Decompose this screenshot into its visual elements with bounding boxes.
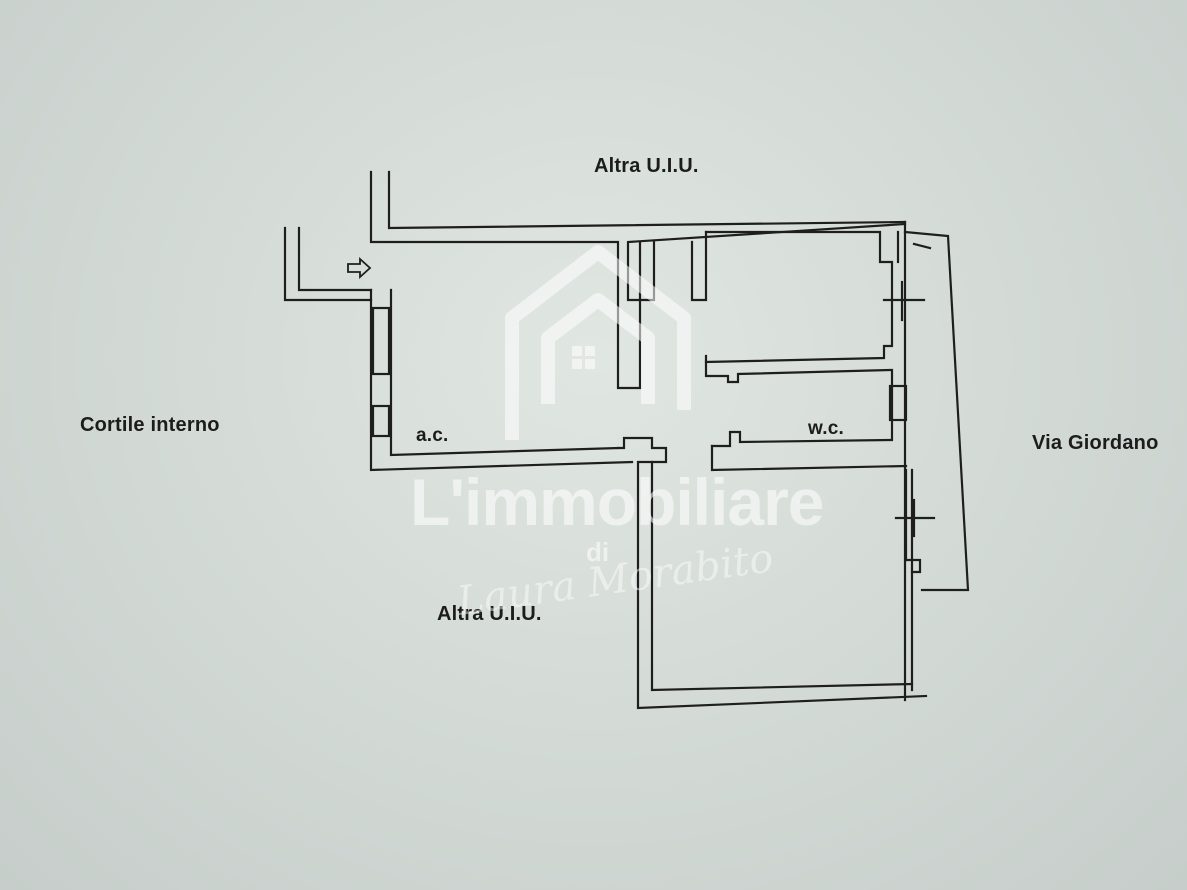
watermark-di: di [586,537,610,567]
left-wall-top [283,226,373,302]
internal-wall-a [638,240,656,302]
left-wall-top-inner [297,226,373,292]
house-logo-icon [505,245,691,440]
lower-room-inner [650,460,914,692]
left-window-2 [371,404,391,438]
ac-bottom-step [616,436,928,710]
room-wc-label: w.c. [808,418,844,439]
left-facade-inner [389,288,620,457]
wc-lower [710,444,908,472]
house-logo-window [572,346,595,369]
internal-wall-b [690,230,708,302]
room-ac-label: a.c. [416,425,449,446]
watermark-brand: L'immobiliare [410,465,824,539]
entrance-arrow-icon [347,256,372,280]
wc-bottom [710,430,892,448]
street-label: Via Giordano [1032,432,1159,454]
right-wall-notch [904,558,922,574]
middle-wall [704,354,892,384]
outer-wall-outer [369,170,907,390]
outer-wall-inner [387,170,907,230]
balcony-inner [912,242,932,250]
left-window [371,306,391,376]
internal-wall-c [704,230,894,364]
top-neighbor-label: Altra U.I.U. [594,155,699,177]
courtyard-label: Cortile interno [80,414,220,436]
balcony-outline [903,230,970,592]
left-facade-outer [369,288,634,472]
bottom-neighbor-label: Altra U.I.U. [437,603,542,625]
